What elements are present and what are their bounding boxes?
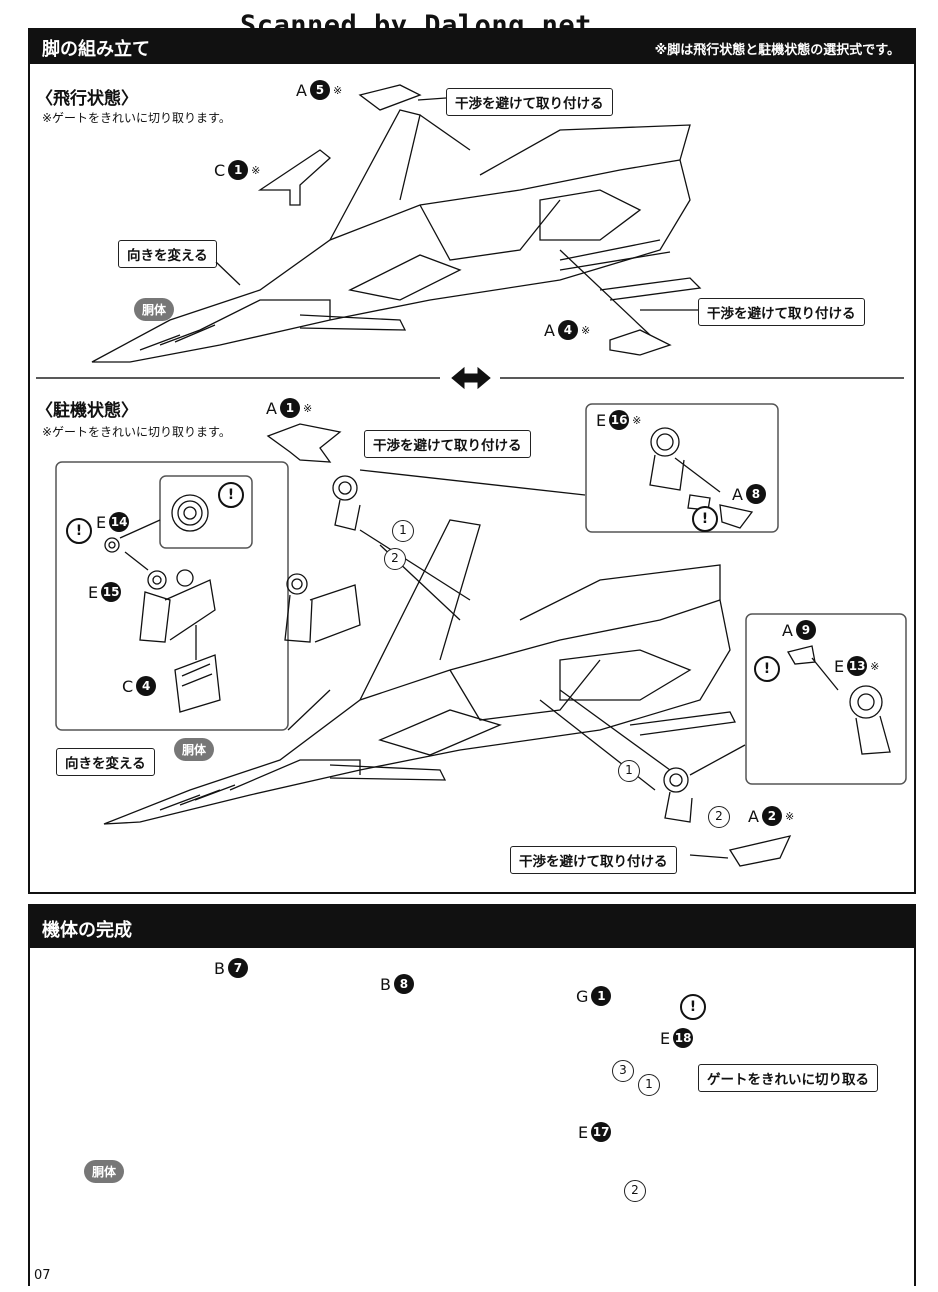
warning-icon: ! — [754, 656, 780, 682]
section-title: 機体の完成 — [42, 920, 132, 941]
flight-state-note: ※ゲートをきれいに切り取ります。 — [42, 111, 231, 125]
parked-state-note: ※ゲートをきれいに切り取ります。 — [42, 425, 231, 439]
flight-state-title: 〈飛行状態〉 — [36, 89, 138, 109]
warning-icon: ! — [680, 994, 706, 1020]
callout-avoid-interference-top: 干渉を避けて取り付ける — [446, 88, 613, 116]
step-number: 3 — [612, 1060, 634, 1082]
parked-state-title: 〈駐機状態〉 — [36, 401, 138, 421]
step-number: 1 — [392, 520, 414, 542]
step-number: 2 — [624, 1180, 646, 1202]
step-number: 2 — [708, 806, 730, 828]
callout-turn-direction: 向きを変える — [118, 240, 217, 268]
warning-icon: ! — [692, 506, 718, 532]
section-note: ※脚は飛行状態と駐機状態の選択式です。 — [654, 43, 900, 58]
section-header: 脚の組み立て ※脚は飛行状態と駐機状態の選択式です。 — [30, 30, 914, 64]
warning-icon: ! — [218, 482, 244, 508]
callout-avoid-interference-bottom: 干渉を避けて取り付ける — [698, 298, 865, 326]
callout-avoid-interference-bottom: 干渉を避けて取り付ける — [510, 846, 677, 874]
body-label: 胴体 — [134, 298, 175, 321]
body-label: 胴体 — [84, 1160, 125, 1183]
section-title: 脚の組み立て — [42, 39, 150, 60]
step-number: 1 — [618, 760, 640, 782]
section-header: 機体の完成 — [30, 906, 914, 948]
page-number: 07 — [34, 1268, 51, 1283]
callout-turn-direction: 向きを変える — [56, 748, 155, 776]
section-airframe-completion: 機体の完成 — [28, 904, 916, 1286]
step-number: 2 — [384, 548, 406, 570]
callout-cut-gate-cleanly: ゲートをきれいに切り取る — [698, 1064, 878, 1092]
callout-avoid-interference-top: 干渉を避けて取り付ける — [364, 430, 531, 458]
warning-icon: ! — [66, 518, 92, 544]
step-number: 1 — [638, 1074, 660, 1096]
body-label: 胴体 — [174, 738, 215, 761]
